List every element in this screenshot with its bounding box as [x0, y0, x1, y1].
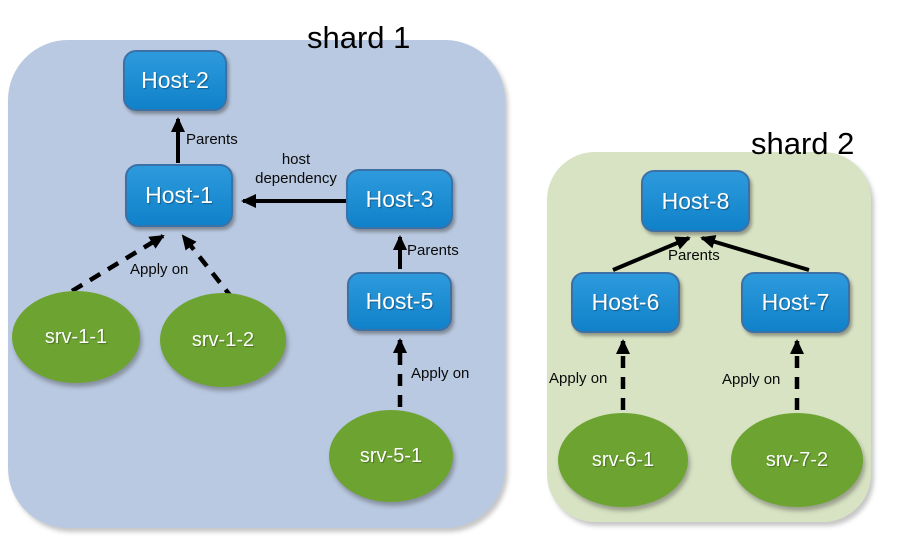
- shard-2-title: shard 2: [751, 126, 855, 161]
- shard-1-title: shard 1: [307, 20, 411, 55]
- host-5-node: Host-5: [347, 272, 452, 331]
- edge-label-parents-host1-host2: Parents: [186, 131, 238, 148]
- edge-label-apply-on-srv6: Apply on: [549, 370, 608, 387]
- edge-host6-host8: [612, 236, 691, 272]
- edge-label-apply-on-srv1: Apply on: [130, 261, 189, 278]
- edge-srv-1-2-host1: [181, 234, 235, 301]
- srv-5-1-node: srv-5-1: [329, 410, 453, 502]
- edge-label-host-dependency: host dependency: [255, 151, 337, 187]
- srv-1-2-node: srv-1-2: [160, 293, 286, 387]
- edge-host7-host8: [700, 235, 810, 272]
- host-3-node: Host-3: [346, 169, 453, 229]
- edge-srv-1-1-host1: [70, 234, 165, 293]
- edge-label-parents-host8: Parents: [668, 247, 720, 264]
- edge-label-apply-on-srv7: Apply on: [722, 371, 781, 388]
- edge-label-parents-host5-host3: Parents: [407, 242, 459, 259]
- host-2-node: Host-2: [123, 50, 227, 111]
- srv-1-1-node: srv-1-1: [12, 291, 140, 383]
- host-1-node: Host-1: [125, 164, 233, 227]
- host-8-node: Host-8: [641, 170, 750, 232]
- srv-6-1-node: srv-6-1: [558, 413, 688, 507]
- srv-7-2-node: srv-7-2: [731, 413, 863, 507]
- edge-label-apply-on-srv5: Apply on: [411, 365, 470, 382]
- host-6-node: Host-6: [571, 272, 680, 333]
- host-7-node: Host-7: [741, 272, 850, 333]
